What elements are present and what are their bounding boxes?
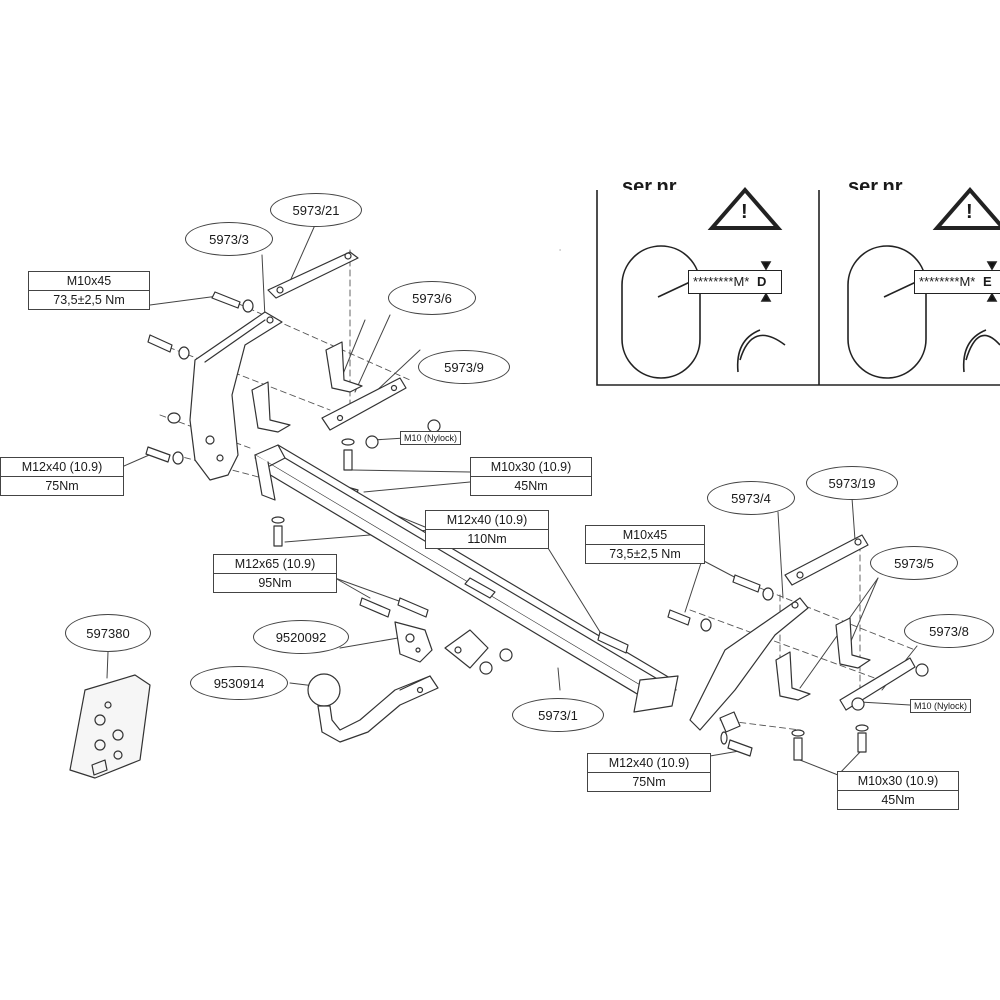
warning-triangle-icon xyxy=(932,186,1000,230)
tow-ball-9530914 xyxy=(307,673,439,743)
serial-code-right: ********M* xyxy=(919,274,976,289)
serial-header-left: ser.nr. xyxy=(622,176,681,190)
spec-torque: 110Nm xyxy=(426,529,548,548)
callout-9530914: 9530914 xyxy=(190,666,288,700)
side-arm-right xyxy=(667,574,809,731)
spec-torque: 73,5±2,5 Nm xyxy=(29,290,149,309)
serial-code-left: ********M* xyxy=(693,274,750,289)
spec-bolt: M12x40 (10.9) xyxy=(446,513,528,527)
spec-m12x40-right: M12x40 (10.9) 75Nm xyxy=(587,753,711,792)
spec-bolt: M10x45 xyxy=(66,274,112,288)
serial-letter-left: D xyxy=(757,274,767,289)
bolts-right xyxy=(597,631,869,761)
callout-5973-21: 5973/21 xyxy=(270,193,362,227)
nylock-tag-left: M10 (Nylock) xyxy=(400,431,462,445)
callout-5973-6: 5973/6 xyxy=(388,281,476,315)
warning-mark-left: ! xyxy=(741,201,748,223)
bolts-left xyxy=(145,291,254,465)
callout-5973-1: 5973/1 xyxy=(512,698,604,732)
plate-5973-9 xyxy=(321,377,441,449)
spec-m12x40-left: M12x40 (10.9) 75Nm xyxy=(0,457,124,496)
spec-m10x45-left: M10x45 73,5±2,5 Nm xyxy=(28,271,150,310)
serial-letter-right: E xyxy=(983,274,992,289)
plate-5973-8 xyxy=(839,657,929,711)
spec-bolt: M10x30 (10.9) xyxy=(857,774,939,788)
callout-5973-8: 5973/8 xyxy=(904,614,994,648)
plate-5973-21 xyxy=(267,251,359,299)
spec-m10x30-mid: M10x30 (10.9) 45Nm xyxy=(470,457,592,496)
spec-bolt: M12x40 (10.9) xyxy=(21,460,103,474)
spec-bolt: M12x40 (10.9) xyxy=(608,756,690,770)
callout-5973-4: 5973/4 xyxy=(707,481,795,515)
mount-plate-9520092 xyxy=(394,621,513,675)
spec-torque: 75Nm xyxy=(588,772,710,791)
spec-bolt: M10x45 xyxy=(622,528,668,542)
spec-torque: 45Nm xyxy=(838,790,958,809)
spec-torque: 45Nm xyxy=(471,476,591,495)
spec-torque: 73,5±2,5 Nm xyxy=(586,544,704,563)
nylock-tag-right: M10 (Nylock) xyxy=(910,699,972,713)
spec-bolt: M10x30 (10.9) xyxy=(490,460,572,474)
warning-triangle-icon xyxy=(707,186,783,230)
spec-bolt: M12x65 (10.9) xyxy=(234,557,316,571)
callout-5973-19: 5973/19 xyxy=(806,466,898,500)
callout-5973-3: 5973/3 xyxy=(185,222,273,256)
spec-m10x45-right: M10x45 73,5±2,5 Nm xyxy=(585,525,705,564)
callout-5973-9: 5973/9 xyxy=(418,350,510,384)
side-arm-left xyxy=(189,311,283,481)
cross-beam-5973-1 xyxy=(254,444,679,713)
serial-label-right: ********M* E xyxy=(914,270,1000,294)
bracket-5973-5 xyxy=(775,617,871,701)
warning-mark-right: ! xyxy=(966,201,973,223)
callout-5973-5: 5973/5 xyxy=(870,546,958,580)
callout-9520092: 9520092 xyxy=(253,620,349,654)
spec-torque: 95Nm xyxy=(214,573,336,592)
plate-5973-19 xyxy=(784,534,869,586)
spec-m12x65: M12x65 (10.9) 95Nm xyxy=(213,554,337,593)
callout-597380: 597380 xyxy=(65,614,151,652)
spec-m10x30-right: M10x30 (10.9) 45Nm xyxy=(837,771,959,810)
socket-597380 xyxy=(69,674,151,779)
serial-header-right: ser.nr. xyxy=(848,176,907,190)
serial-label-left: ********M* D xyxy=(688,270,782,294)
spec-torque: 75Nm xyxy=(1,476,123,495)
label-inset xyxy=(596,186,1000,386)
spec-m12x40-mid: M12x40 (10.9) 110Nm xyxy=(425,510,549,549)
bracket-5973-6 xyxy=(251,341,363,433)
